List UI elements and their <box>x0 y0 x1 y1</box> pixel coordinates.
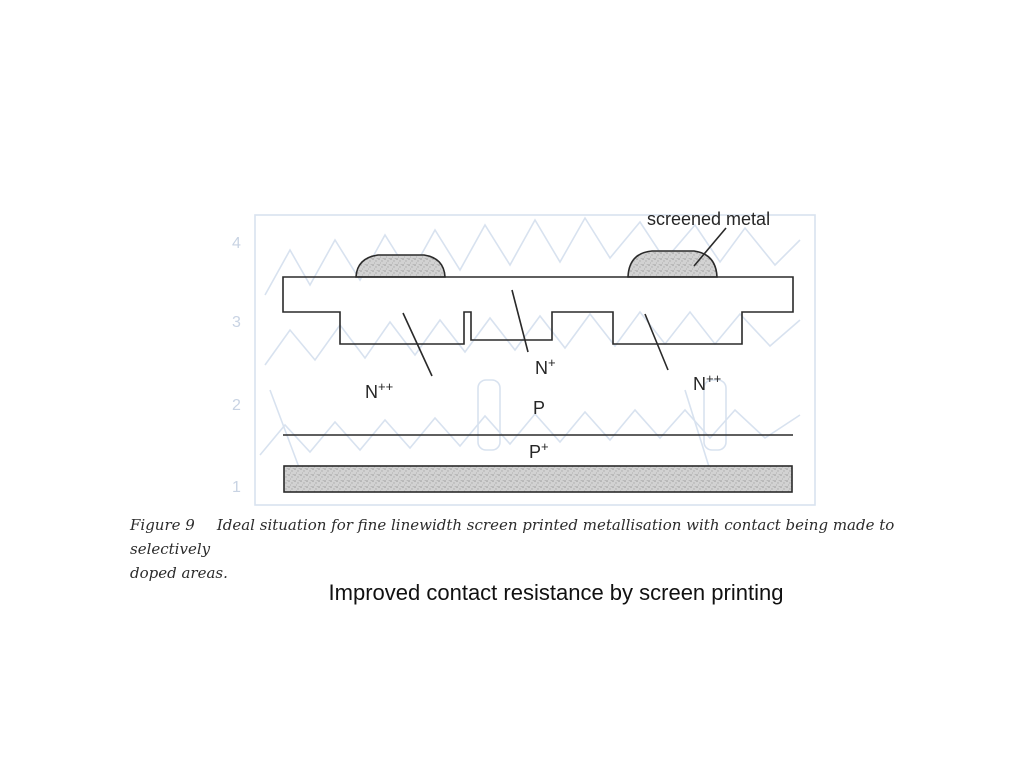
label-screened-metal: screened metal <box>647 209 770 229</box>
svg-text:4: 4 <box>232 235 241 252</box>
leader-line-left-n-plus-plus <box>402 312 433 377</box>
right-metal-contact <box>627 250 718 278</box>
figure-caption-line-1: Ideal situation for fine linewidth scree… <box>130 516 895 558</box>
left-metal-contact <box>355 254 446 278</box>
figure-caption-line-2: doped areas. <box>130 564 228 582</box>
svg-text:2: 2 <box>232 397 241 414</box>
ghost-background-image <box>254 214 816 506</box>
svg-text:1: 1 <box>232 479 241 496</box>
leader-line-center-n-plus <box>511 289 529 353</box>
label-center-n-plus: N+ <box>535 355 556 378</box>
leader-line-screened-metal <box>693 227 727 267</box>
leader-line-right-n-plus-plus <box>644 313 669 371</box>
emitter-layer-outline <box>282 276 794 345</box>
figure-number: Figure 9 <box>130 516 195 534</box>
slide-caption: Improved contact resistance by screen pr… <box>328 580 784 605</box>
svg-text:3: 3 <box>232 314 241 331</box>
label-left-n-plus-plus: N++ <box>365 379 393 402</box>
rear-metal-contact <box>283 465 793 493</box>
label-p: P <box>533 398 545 418</box>
label-p-plus: P+ <box>529 439 549 462</box>
ghost-axis-digits: 4 3 2 1 <box>232 235 241 496</box>
label-right-n-plus-plus: N++ <box>693 371 721 394</box>
